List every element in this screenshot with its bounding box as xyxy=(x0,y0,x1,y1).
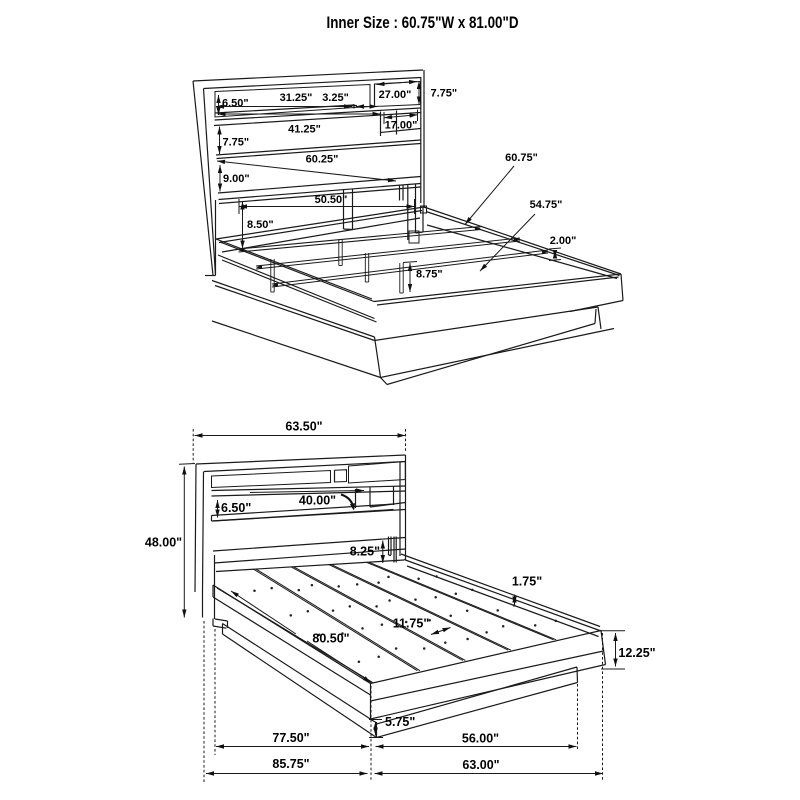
svg-text:77.50": 77.50" xyxy=(272,731,309,745)
svg-text:60.25": 60.25" xyxy=(306,153,339,165)
svg-text:6.50": 6.50" xyxy=(221,501,251,515)
svg-text:8.75": 8.75" xyxy=(416,268,443,280)
svg-text:27.00": 27.00" xyxy=(379,89,412,101)
svg-text:31.25": 31.25" xyxy=(280,92,313,104)
svg-text:60.75": 60.75" xyxy=(505,152,538,164)
svg-text:7.75": 7.75" xyxy=(223,136,250,148)
svg-text:12.25": 12.25" xyxy=(618,646,655,660)
svg-text:63.50": 63.50" xyxy=(285,419,322,433)
svg-text:63.00": 63.00" xyxy=(462,758,499,772)
svg-text:1.75": 1.75" xyxy=(512,574,542,588)
svg-text:3.25": 3.25" xyxy=(322,92,349,104)
svg-text:8.25": 8.25" xyxy=(350,544,380,558)
svg-text:50.50": 50.50" xyxy=(315,194,348,206)
svg-text:48.00": 48.00" xyxy=(145,535,182,549)
svg-text:2.00": 2.00" xyxy=(550,235,577,247)
svg-text:56.00": 56.00" xyxy=(462,731,499,745)
svg-text:17.00": 17.00" xyxy=(385,119,418,131)
svg-text:9.00": 9.00" xyxy=(223,173,250,185)
svg-text:54.75": 54.75" xyxy=(530,199,563,211)
svg-text:8.50": 8.50" xyxy=(247,219,274,231)
svg-text:85.75": 85.75" xyxy=(272,757,309,771)
svg-text:80.50": 80.50" xyxy=(312,631,349,645)
svg-text:7.75": 7.75" xyxy=(431,87,458,99)
svg-text:5.75": 5.75" xyxy=(385,715,415,729)
svg-text:41.25": 41.25" xyxy=(288,123,321,135)
svg-text:11.75": 11.75" xyxy=(393,616,430,630)
svg-text:40.00": 40.00" xyxy=(299,493,336,507)
svg-text:6.50": 6.50" xyxy=(222,97,249,109)
svg-text:Inner Size : 60.75"W x 81.00"D: Inner Size : 60.75"W x 81.00"D xyxy=(327,14,519,32)
